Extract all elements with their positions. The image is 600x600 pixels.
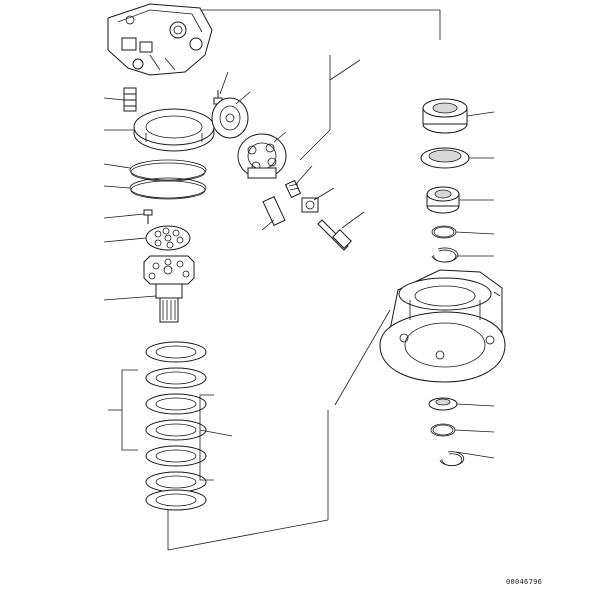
retaining-ring-lower: [439, 451, 465, 467]
piston-shoe-assembly: [237, 133, 287, 179]
valve-body-housing: [107, 3, 213, 76]
friction-plate-stack: [145, 341, 207, 511]
roller-bearing-lower: [428, 397, 458, 411]
snap-ring-lower: [430, 423, 456, 437]
roller-bearing-middle: [426, 186, 460, 214]
brake-piston-ring: [133, 108, 215, 152]
valve-seat: [301, 197, 319, 213]
check-valve-spring: [284, 179, 302, 199]
plate-group-brackets: [108, 369, 233, 481]
drawing-reference-number: 00046796: [506, 578, 543, 586]
swash-plate: [211, 97, 249, 139]
cylinder-block-shaft: [143, 255, 195, 323]
relief-valve-plunger: [262, 196, 286, 226]
bolt: [143, 209, 153, 224]
snap-ring-upper: [431, 225, 457, 239]
oil-seal: [420, 147, 470, 169]
valve-plate: [145, 225, 191, 251]
o-rings: [129, 159, 207, 200]
spring-stack: [123, 87, 137, 112]
assembly-guide-lines: [167, 9, 441, 551]
motor-housing: [379, 269, 506, 383]
roller-bearing-upper: [422, 98, 468, 134]
valve-spool: [317, 219, 352, 251]
leader-lines: [103, 71, 501, 459]
retaining-ring-upper: [431, 247, 459, 263]
